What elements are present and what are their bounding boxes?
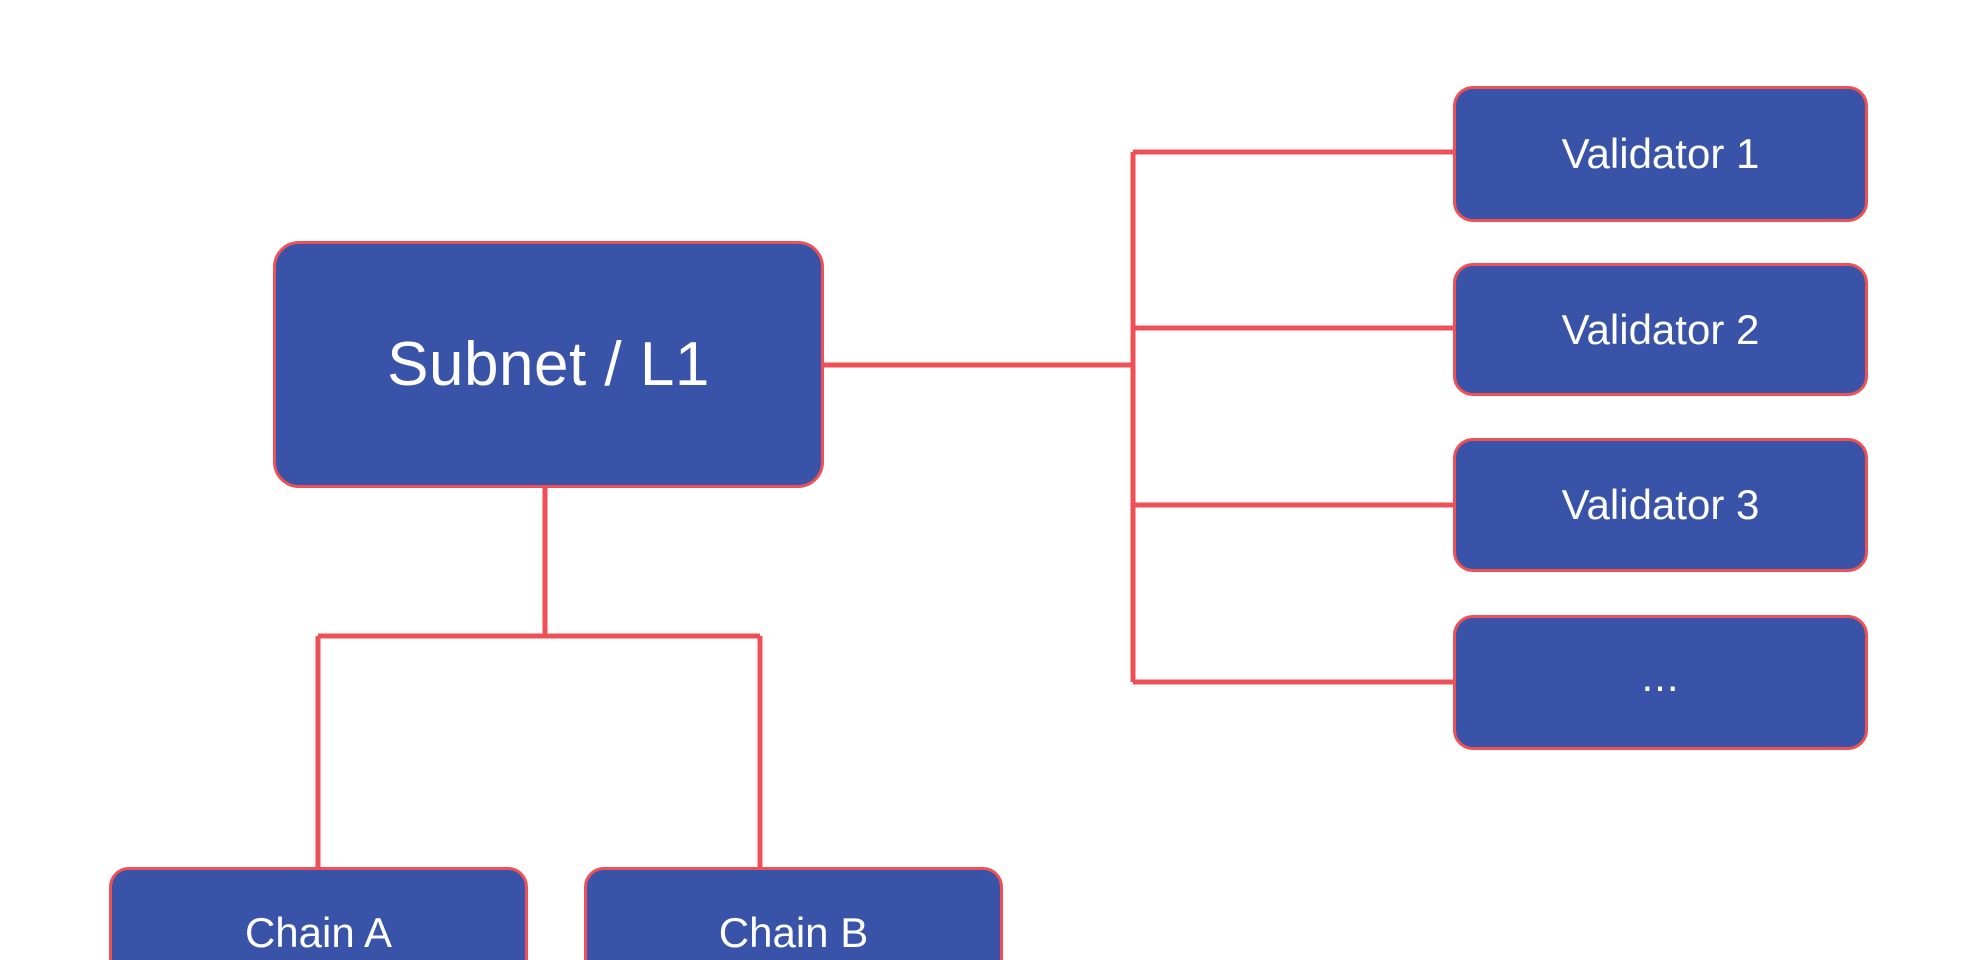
node-subnet-l1[interactable]: Subnet / L1 (273, 241, 824, 488)
node-chain-b-label: Chain B (718, 909, 869, 956)
node-validator-1[interactable]: Validator 1 (1453, 86, 1868, 222)
node-validator-2[interactable]: Validator 2 (1453, 263, 1868, 396)
node-chain-a[interactable]: Chain A (109, 867, 528, 960)
node-validator-1-label: Validator 1 (1561, 130, 1760, 177)
node-chain-a-label: Chain A (244, 909, 393, 956)
node-validator-2-label: Validator 2 (1561, 305, 1760, 353)
node-validator-more-label: ... (1641, 652, 1680, 700)
node-validator-more[interactable]: ... (1453, 615, 1868, 750)
node-validator-3-label: Validator 3 (1561, 481, 1760, 528)
node-chain-b[interactable]: Chain B (584, 867, 1003, 960)
node-validator-3[interactable]: Validator 3 (1453, 438, 1868, 572)
node-subnet-l1-label: Subnet / L1 (387, 329, 710, 399)
